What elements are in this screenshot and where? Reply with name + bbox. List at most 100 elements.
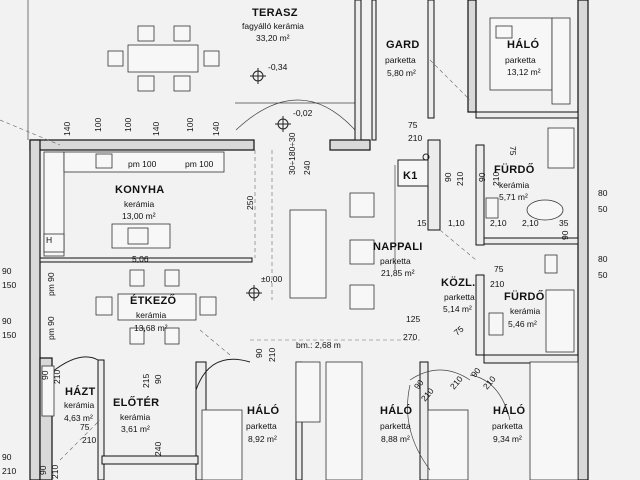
bathroom-1-fixtures <box>422 127 575 221</box>
svg-text:NAPPALI: NAPPALI <box>373 241 423 253</box>
svg-text:125: 125 <box>406 314 420 324</box>
walls <box>29 0 589 480</box>
svg-text:100: 100 <box>185 118 195 132</box>
level-floor: ±0,00 <box>261 274 282 284</box>
chair <box>129 327 145 345</box>
wardrobe <box>295 361 321 423</box>
svg-text:HÁLÓ: HÁLÓ <box>507 38 540 51</box>
svg-text:90: 90 <box>560 230 570 240</box>
svg-text:240: 240 <box>153 442 163 456</box>
svg-text:ELŐTÉR: ELŐTÉR <box>113 396 159 409</box>
svg-text:HÁLÓ: HÁLÓ <box>380 404 413 417</box>
svg-text:90: 90 <box>2 316 12 326</box>
svg-text:90: 90 <box>38 465 48 475</box>
room-kozl: KÖZL. parketta 5,14 m² <box>441 276 476 314</box>
svg-text:75: 75 <box>80 422 90 432</box>
bedroom-top-right <box>489 17 571 105</box>
counter <box>43 151 65 257</box>
svg-text:33,20 m²: 33,20 m² <box>256 33 290 43</box>
svg-text:15: 15 <box>417 218 427 228</box>
bathtub <box>545 289 575 353</box>
svg-text:210: 210 <box>52 370 62 384</box>
svg-text:90: 90 <box>2 452 12 462</box>
svg-text:5,14 m²: 5,14 m² <box>443 304 472 314</box>
svg-text:9,34 m²: 9,34 m² <box>493 434 522 444</box>
svg-text:270: 270 <box>403 332 417 342</box>
svg-text:90: 90 <box>2 266 12 276</box>
svg-text:KONYHA: KONYHA <box>115 184 164 196</box>
svg-text:kerámia: kerámia <box>120 412 151 422</box>
svg-text:parketta: parketta <box>492 421 523 431</box>
toilet <box>485 197 499 219</box>
armchair <box>349 284 375 310</box>
room-halo-top: HÁLÓ parketta 13,12 m² <box>505 38 541 77</box>
svg-text:kerámia: kerámia <box>136 310 167 320</box>
svg-text:kerámia: kerámia <box>510 306 541 316</box>
svg-text:13,68 m²: 13,68 m² <box>134 323 168 333</box>
svg-text:8,92 m²: 8,92 m² <box>248 434 277 444</box>
bed <box>529 361 579 480</box>
svg-text:50: 50 <box>598 270 608 280</box>
svg-text:parketta: parketta <box>505 55 536 65</box>
svg-text:pm 90: pm 90 <box>46 272 56 296</box>
svg-text:HÁZT: HÁZT <box>65 385 96 398</box>
chair <box>129 269 145 287</box>
svg-text:parketta: parketta <box>444 292 475 302</box>
room-hazt: HÁZT kerámia 4,63 m² <box>64 385 96 423</box>
svg-text:ÉTKEZŐ: ÉTKEZŐ <box>130 294 177 307</box>
shower <box>547 127 575 169</box>
svg-text:HÁLÓ: HÁLÓ <box>247 404 280 417</box>
sink-icon <box>95 153 113 169</box>
svg-text:90: 90 <box>254 348 264 358</box>
chair <box>164 269 180 287</box>
svg-text:210: 210 <box>491 172 501 186</box>
svg-text:kerámia: kerámia <box>124 199 155 209</box>
svg-text:pm 100: pm 100 <box>128 159 157 169</box>
shelf <box>41 365 55 417</box>
svg-text:210: 210 <box>267 348 277 362</box>
svg-text:210: 210 <box>490 279 504 289</box>
room-furdo-2: FÜRDŐ kerámia 5,46 m² <box>504 290 545 329</box>
svg-text:2,10: 2,10 <box>490 218 507 228</box>
terrace-chair <box>137 75 155 92</box>
svg-text:KÖZL.: KÖZL. <box>441 276 476 289</box>
svg-text:140: 140 <box>151 122 161 136</box>
svg-text:50: 50 <box>598 204 608 214</box>
svg-text:210: 210 <box>2 466 16 476</box>
svg-text:150: 150 <box>2 280 16 290</box>
svg-text:HÁLÓ: HÁLÓ <box>493 404 526 417</box>
svg-text:150: 150 <box>2 330 16 340</box>
terrace-chair <box>203 50 220 67</box>
room-eloter: ELŐTÉR kerámia 3,61 m² <box>113 396 159 434</box>
svg-text:pm 90: pm 90 <box>46 316 56 340</box>
svg-text:FÜRDŐ: FÜRDŐ <box>504 290 545 303</box>
terrace-chair <box>107 50 124 67</box>
room-halo-2: HÁLÓ parketta 8,88 m² <box>380 404 413 444</box>
bed <box>201 409 243 480</box>
svg-text:30÷180÷30: 30÷180÷30 <box>287 132 297 175</box>
svg-text:140: 140 <box>211 122 221 136</box>
level-terrace: -0,34 <box>268 62 288 72</box>
room-etkezo: ÉTKEZŐ kerámia 13,68 m² <box>130 294 177 333</box>
svg-text:210: 210 <box>408 133 422 143</box>
svg-text:parketta: parketta <box>380 256 411 266</box>
height-note: bm.: 2,68 m <box>296 340 341 350</box>
svg-text:parketta: parketta <box>380 421 411 431</box>
room-furdo-1: FÜRDŐ kerámia 5,71 m² <box>494 163 534 202</box>
sink <box>544 254 558 274</box>
svg-text:parketta: parketta <box>385 55 416 65</box>
sofa <box>289 209 327 299</box>
chair <box>164 327 180 345</box>
cooktop <box>127 227 149 245</box>
svg-text:210: 210 <box>50 465 60 479</box>
room-terrace: TERASZ fagyálló kerámia 33,20 m² <box>242 7 304 43</box>
terrace-chair <box>173 25 191 42</box>
room-konyha: KONYHA kerámia 13,00 m² <box>115 184 164 221</box>
svg-text:80: 80 <box>598 254 608 264</box>
toilet <box>488 312 504 336</box>
svg-text:210: 210 <box>82 435 96 445</box>
svg-text:GARD: GARD <box>386 39 420 51</box>
bottom-furniture <box>41 361 579 480</box>
kitchen-furniture <box>43 151 225 257</box>
